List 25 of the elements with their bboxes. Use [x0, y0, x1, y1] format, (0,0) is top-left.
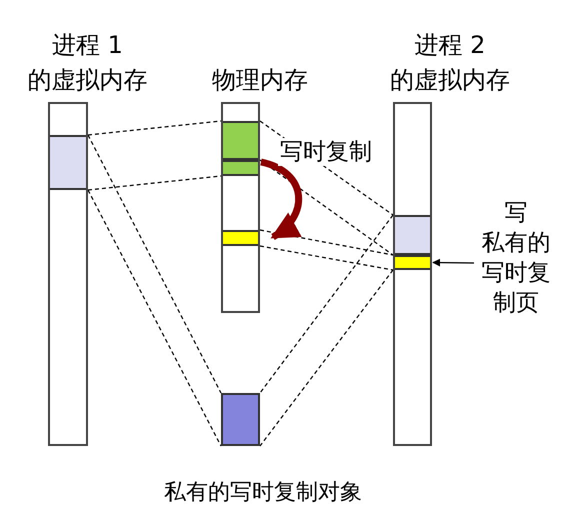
mapping-line [88, 120, 222, 136]
caption-text: 私有的写时复制对象 [164, 479, 362, 507]
page-block [223, 121, 258, 160]
mapping-line [87, 190, 222, 446]
mapping-line [260, 270, 394, 446]
column-heading: 的虚拟内存 [28, 65, 148, 96]
curved-arrow [260, 158, 302, 240]
column-heading: 的虚拟内存 [390, 65, 510, 96]
mapping-line [88, 175, 222, 191]
page-block [223, 230, 258, 246]
annotation-text: 写 [504, 199, 528, 228]
mapping-line [260, 160, 394, 256]
annotation-text: 私有的写时复制页 [480, 229, 552, 318]
page-block [395, 255, 430, 270]
column-heading: 进程 1 [52, 30, 123, 61]
column-heading: 进程 2 [414, 30, 486, 61]
memory-region [395, 215, 430, 255]
mapping-line [260, 245, 394, 271]
memory-region [50, 135, 86, 190]
object-block [221, 393, 260, 446]
arrow [432, 258, 474, 267]
page-block [223, 160, 258, 176]
mapping-line [87, 134, 222, 394]
mapping-line [260, 214, 394, 394]
column-heading: 物理内存 [212, 65, 308, 96]
